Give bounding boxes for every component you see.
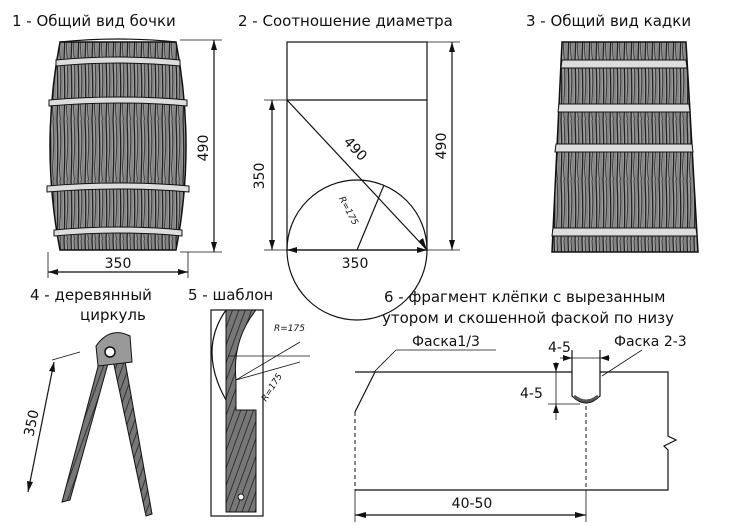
fig1-label: 1 - Общий вид бочки bbox=[12, 12, 176, 30]
ratio-right-dim: 490 bbox=[434, 133, 450, 160]
fig3-label: 3 - Общий вид кадки bbox=[526, 12, 691, 30]
stave-chamfer1-label: Фаска1/3 bbox=[412, 334, 480, 350]
ratio-width-dim: 350 bbox=[342, 256, 369, 272]
fig4-label-line2: циркуль bbox=[80, 306, 146, 324]
diameter-ratio-drawing: 350 490 490 R=175 350 bbox=[252, 41, 460, 321]
fig4-label-line1: 4 - деревянный bbox=[30, 286, 152, 304]
compass-drawing: 350 bbox=[21, 332, 153, 517]
fig6-label-line2: утором и скошенной фаской по низу bbox=[382, 309, 674, 327]
compass-length-dim: 350 bbox=[21, 408, 42, 437]
fig2-label: 2 - Соотношение диаметра bbox=[238, 12, 453, 30]
barrel-hoops bbox=[46, 56, 190, 237]
fig5-label: 5 - шаблон bbox=[188, 286, 273, 304]
stave-chamfer2-label: Фаска 2-3 bbox=[614, 334, 687, 350]
template-drawing: R=175 R=175 bbox=[210, 309, 310, 517]
tub-drawing bbox=[551, 41, 699, 253]
barrel-drawing: 490 350 bbox=[46, 38, 222, 278]
stave-groove-width-dim: 4-5 bbox=[548, 340, 571, 356]
stave-length-dim: 40-50 bbox=[452, 496, 493, 512]
fig6-label-line1: 6 - фрагмент клёпки с вырезанным bbox=[384, 288, 665, 306]
barrel-height-dim: 490 bbox=[196, 135, 212, 162]
template-r2-dim: R=175 bbox=[260, 372, 285, 404]
ratio-radius-dim: R=175 bbox=[336, 195, 359, 227]
ratio-left-dim: 350 bbox=[252, 163, 268, 190]
barrel-width-dim: 350 bbox=[105, 256, 132, 272]
stave-fragment-drawing: Фаска1/3 4-5 4-5 Фаска 2-3 40-50 bbox=[354, 334, 687, 522]
ratio-diagonal-dim: 490 bbox=[340, 134, 370, 164]
template-r1-dim: R=175 bbox=[274, 324, 305, 334]
stave-groove-depth-dim: 4-5 bbox=[520, 386, 543, 402]
